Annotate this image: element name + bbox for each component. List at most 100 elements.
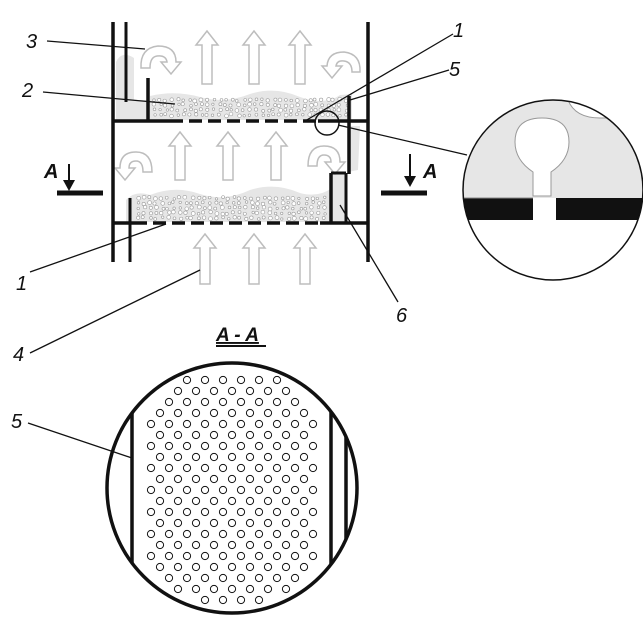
froth-bubble bbox=[143, 205, 148, 210]
perforation-hole bbox=[218, 419, 228, 429]
perforation-hole bbox=[209, 562, 219, 572]
leader-3 bbox=[46, 40, 146, 50]
froth-bubble bbox=[136, 215, 141, 220]
perforation-hole bbox=[227, 496, 237, 506]
froth-bubble bbox=[297, 201, 301, 205]
perforation-hole bbox=[272, 507, 282, 517]
froth-bubble bbox=[289, 98, 293, 103]
section-title: A - A bbox=[215, 325, 259, 346]
froth-bubble bbox=[184, 206, 189, 211]
froth-bubble bbox=[287, 216, 292, 221]
perforation-hole bbox=[272, 441, 282, 451]
froth-bubble bbox=[261, 205, 267, 210]
froth-bubble bbox=[149, 211, 153, 216]
froth-bubble bbox=[169, 107, 174, 112]
froth-bubble bbox=[192, 98, 197, 104]
label-5-top: 5 bbox=[449, 59, 461, 81]
perforation-hole bbox=[299, 496, 309, 506]
perforation-hole bbox=[245, 518, 255, 528]
froth-bubble bbox=[274, 211, 278, 216]
section-label-right: A bbox=[422, 161, 437, 183]
perforation-hole bbox=[146, 441, 156, 451]
froth-bubble bbox=[247, 101, 252, 107]
froth-bubble bbox=[225, 196, 230, 201]
froth-bubble bbox=[320, 103, 325, 108]
froth-bubble bbox=[136, 195, 141, 201]
froth-bubble bbox=[177, 195, 181, 200]
froth-bubble bbox=[231, 97, 235, 102]
perforation-hole bbox=[227, 562, 237, 572]
perforation-hole bbox=[263, 474, 273, 484]
froth-bubble bbox=[307, 112, 312, 117]
froth-bubble bbox=[175, 108, 179, 113]
froth-bubble bbox=[283, 103, 289, 108]
froth-bubble bbox=[208, 209, 213, 215]
froth-bubble bbox=[169, 113, 174, 119]
froth-bubble bbox=[330, 97, 335, 102]
perforation-hole bbox=[182, 529, 192, 539]
froth-bubble bbox=[162, 103, 168, 108]
froth-bubble bbox=[214, 216, 219, 221]
froth-bubble bbox=[310, 196, 315, 201]
leader-6 bbox=[339, 204, 399, 303]
perforation-hole bbox=[263, 408, 273, 418]
froth-bubble bbox=[154, 205, 159, 210]
froth-bubble bbox=[261, 215, 266, 220]
froth-bubble bbox=[322, 200, 326, 204]
froth-bubble bbox=[185, 215, 189, 220]
froth-bubble bbox=[204, 113, 209, 117]
perforation-hole bbox=[182, 485, 192, 495]
froth-bubble bbox=[213, 206, 217, 211]
froth-bubble bbox=[178, 206, 182, 210]
froth-bubble bbox=[250, 205, 255, 210]
perforation-hole bbox=[155, 540, 165, 550]
perforation-hole bbox=[146, 529, 156, 539]
perforation-hole bbox=[191, 430, 201, 440]
perforation-hole bbox=[164, 419, 174, 429]
curved-arrow-lower-left bbox=[113, 151, 153, 182]
froth-bubble bbox=[205, 97, 210, 102]
froth-bubble bbox=[285, 205, 290, 210]
froth-bubble bbox=[303, 207, 307, 211]
perforation-hole bbox=[254, 551, 264, 561]
perforation-hole bbox=[308, 419, 318, 429]
froth-bubble bbox=[194, 112, 199, 117]
perforation-hole bbox=[209, 540, 219, 550]
label-2: 2 bbox=[21, 80, 33, 102]
froth-bubble bbox=[169, 97, 174, 102]
froth-bubble bbox=[260, 201, 266, 206]
froth-bubble bbox=[316, 205, 321, 209]
froth-bubble bbox=[250, 200, 255, 205]
froth-bubble bbox=[276, 112, 281, 117]
perforation-hole bbox=[146, 485, 156, 495]
froth-bubble bbox=[200, 200, 205, 205]
froth-bubble bbox=[242, 211, 247, 216]
froth-bubble bbox=[275, 206, 279, 210]
froth-bubble bbox=[211, 102, 215, 106]
froth-bubble bbox=[287, 211, 291, 215]
froth-bubble bbox=[136, 201, 141, 205]
curved-arrow-top-right bbox=[320, 51, 361, 80]
detail-circle-outline bbox=[462, 99, 643, 281]
froth-bubble bbox=[315, 217, 319, 221]
perforation-hole bbox=[173, 540, 183, 550]
perforation-hole bbox=[254, 529, 264, 539]
perforation-hole bbox=[272, 463, 282, 473]
froth-bubble bbox=[247, 107, 252, 112]
perforation-hole bbox=[182, 419, 192, 429]
perforation-hole bbox=[227, 584, 237, 594]
froth-bubble bbox=[257, 217, 261, 221]
froth-bubble bbox=[177, 102, 181, 106]
froth-bubble bbox=[225, 201, 229, 205]
perforation-hole bbox=[236, 441, 246, 451]
froth-bubble bbox=[167, 201, 172, 206]
perforation-hole bbox=[209, 386, 219, 396]
perforation-hole bbox=[164, 507, 174, 517]
perforation-hole bbox=[191, 540, 201, 550]
froth-bubble bbox=[202, 215, 207, 220]
label-3: 3 bbox=[26, 31, 37, 53]
section-label-left: A bbox=[43, 161, 58, 183]
lower-froth-bubbles bbox=[136, 194, 327, 221]
froth-bubble bbox=[210, 113, 215, 117]
perforation-hole bbox=[218, 507, 228, 517]
